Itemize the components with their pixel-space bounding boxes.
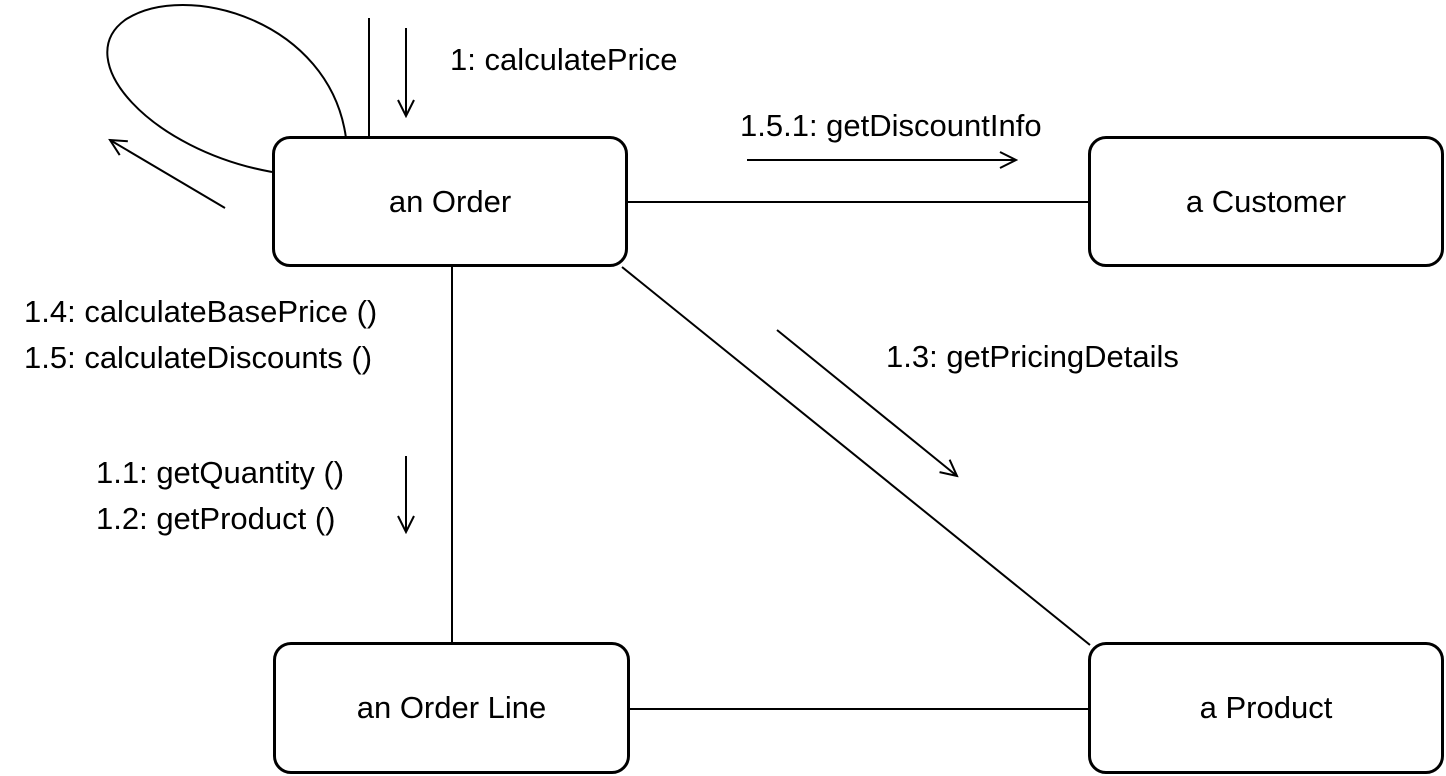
message-get-discount-info: 1.5.1: getDiscountInfo xyxy=(740,108,1042,143)
message-calculate-base-price: 1.4: calculateBasePrice () xyxy=(24,294,378,329)
object-a-customer: a Customer xyxy=(1088,136,1444,267)
object-a-product: a Product xyxy=(1088,642,1444,774)
arrow-get-pricing-details xyxy=(776,329,957,476)
object-an-order-line-label: an Order Line xyxy=(356,690,547,725)
object-a-customer-label: a Customer xyxy=(1185,183,1347,219)
object-an-order: an Order xyxy=(272,136,628,267)
message-calculate-price: 1: calculatePrice xyxy=(450,42,678,77)
message-get-pricing-details: 1.3: getPricingDetails xyxy=(886,339,1179,374)
message-group-orderline: 1.1: getQuantity () 1.2: getProduct () xyxy=(96,450,344,542)
message-get-quantity: 1.1: getQuantity () xyxy=(96,455,345,490)
arrow-self-messages xyxy=(110,140,226,209)
message-get-product: 1.2: getProduct () xyxy=(96,501,336,536)
object-an-order-label: an Order xyxy=(388,183,512,219)
object-a-product-label: a Product xyxy=(1199,690,1333,725)
message-calculate-discounts: 1.5: calculateDiscounts () xyxy=(24,340,373,375)
object-an-order-line: an Order Line xyxy=(273,642,630,774)
link-order-product xyxy=(621,266,1091,646)
message-group-self: 1.4: calculateBasePrice () 1.5: calculat… xyxy=(24,289,377,381)
self-link-loop xyxy=(106,4,347,173)
